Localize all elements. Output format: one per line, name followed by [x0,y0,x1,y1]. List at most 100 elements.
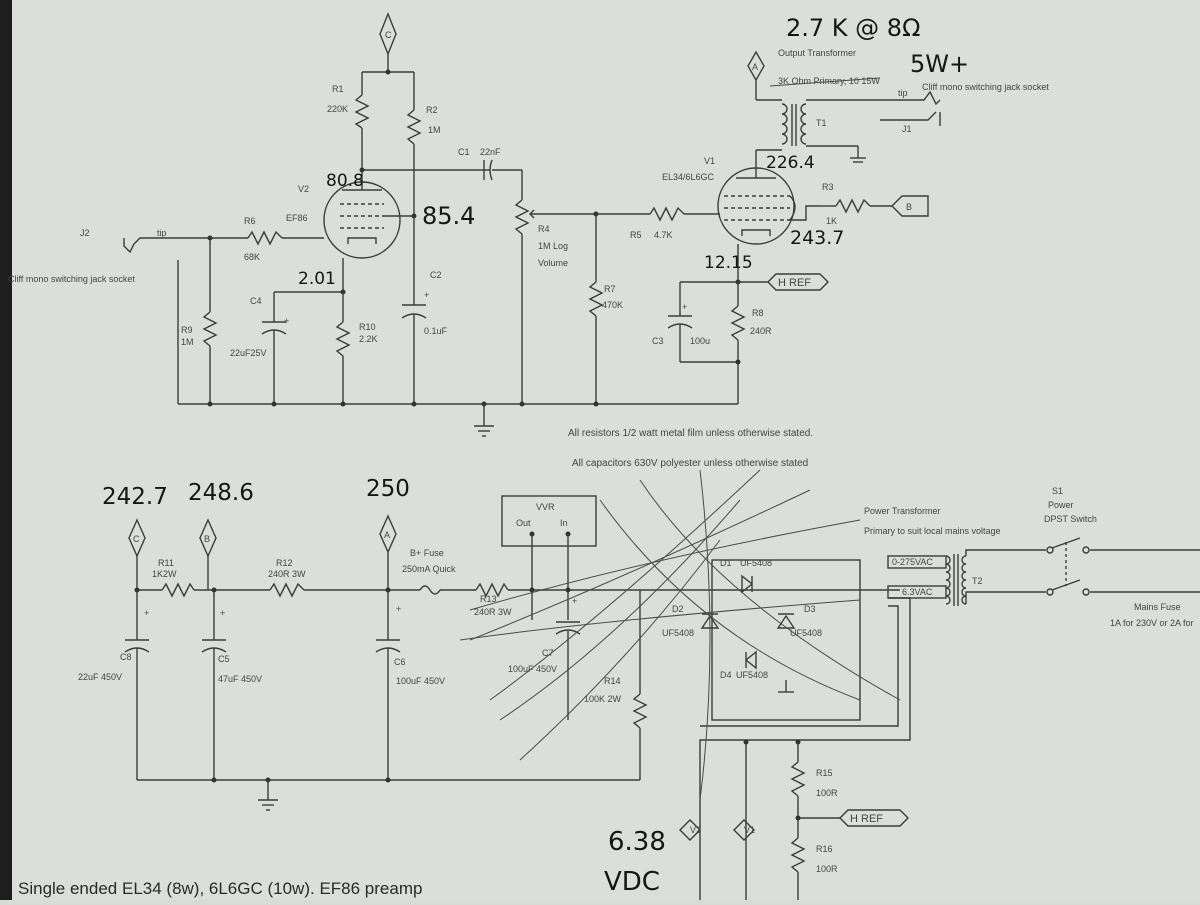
r4-desc: Volume [538,258,568,268]
c6-ref: C6 [394,657,406,667]
r7-ref: R7 [604,284,616,294]
j1-ref: J1 [902,124,912,134]
d1-value: UF5408 [740,558,772,568]
note-resistors: All resistors 1/2 watt metal film unless… [568,428,813,439]
node-b-output [891,195,929,217]
r10-ref: R10 [359,322,376,332]
fuse-value: 250mA Quick [402,564,456,574]
c4-ref: C4 [250,296,262,306]
node-a-output-label: A [752,62,758,72]
c7-value: 100uF 450V [508,664,557,674]
r14-ref: R14 [604,676,621,686]
r8-ref: R8 [752,308,764,318]
h-ref-top: H REF [778,277,811,289]
c6-value: 100uF 450V [396,676,445,686]
output-section: R5 4.7K V1 EL34/6L6GC B R3 1K H REF + C3… [596,48,1049,404]
heater-v2: V2 [690,825,701,835]
svg-text:+: + [144,608,149,618]
d3-value: UF5408 [790,628,822,638]
hw-v2-plate: 80.8 [326,171,364,191]
heater-v1: V1 [744,825,755,835]
hw-v1-plate: 226.4 [766,153,815,173]
svg-text:+: + [424,290,429,300]
bridge-rectifier [711,559,861,721]
pen-scribbles [459,469,901,801]
svg-text:+: + [284,316,289,326]
r6-value: 68K [244,252,260,262]
mains-fuse-value: 1A for 230V or 2A for [1110,618,1194,628]
c3-ref: C3 [652,336,664,346]
r16-value: 100R [816,864,838,874]
note-capacitors: All capacitors 630V polyester unless oth… [572,458,808,469]
node-b-psu-label: B [204,534,210,544]
hw-v1-screen: 243.7 [790,227,844,249]
sheet-left-edge [0,0,12,900]
t2-hv: 0-275VAC [892,557,933,567]
vvr-in: In [560,518,568,528]
c1-ref: C1 [458,147,470,157]
power-supply-section: C B A R11 1K2W R12 240R 3W B+ Fuse 250mA… [78,469,1200,900]
h-ref-bottom: H REF [850,813,883,825]
node-b-output-label: B [906,202,912,212]
mains-fuse: Mains Fuse [1134,602,1181,612]
svg-text:+: + [220,608,225,618]
c2-ref: C2 [430,270,442,280]
v2-ref: V2 [298,184,309,194]
c8-value: 22uF 450V [78,672,122,682]
d4-ref: D4 [720,670,732,680]
j2-tip: tip [157,228,167,238]
r4-value: 1M Log [538,241,568,251]
r16-ref: R16 [816,844,833,854]
hw-node-a-voltage: 250 [366,476,410,502]
r11-value: 1K2W [152,569,177,579]
hw-heater-unit: VDC [604,867,660,897]
t2-title: Power Transformer [864,506,941,516]
paper [12,0,1200,900]
hw-v2-cathode: 2.01 [298,269,336,289]
svg-text:+: + [572,596,577,606]
t1-sub: 3K Ohm Primary, 10 15W [778,76,880,86]
r5-ref: R5 [630,230,642,240]
r6-ref: R6 [244,216,256,226]
r2-value: 1M [428,125,441,135]
t2-lv: 6.3VAC [902,587,933,597]
d4-value: UF5408 [736,670,768,680]
s1-line1: Power [1048,500,1074,510]
h-ref-tag-bottom [839,809,909,827]
c7-ref: C7 [542,648,554,658]
d1-ref: D1 [720,558,732,568]
j1-tip: tip [898,88,908,98]
r13-ref: R13 [480,594,497,604]
r11-ref: R11 [158,558,174,568]
r4-ref: R4 [538,224,550,234]
node-c-top-label: C [385,30,392,40]
hw-v1-cathode: 12.15 [704,253,753,273]
r3-ref: R3 [822,182,834,192]
r15-value: 100R [816,788,838,798]
hw-v2-screen: 85.4 [422,202,475,230]
t1-title: Output Transformer [778,48,856,58]
hw-heater-voltage: 6.38 [608,827,666,857]
s1-ref: S1 [1052,486,1063,496]
r12-ref: R12 [276,558,293,568]
r8-value: 240R [750,326,772,336]
t1-ref: T1 [816,118,827,128]
c5-ref: C5 [218,654,230,664]
c3-value: 100u [690,336,710,346]
r15-ref: R15 [816,768,833,778]
r12-value: 240R 3W [268,569,306,579]
r1-ref: R1 [332,84,344,94]
v2-type: EF86 [286,213,308,223]
vvr-out: Out [516,518,531,528]
d2-ref: D2 [672,604,684,614]
s1-line2: DPST Switch [1044,514,1097,524]
c8-ref: C8 [120,652,132,662]
hw-node-c-voltage: 242.7 [102,484,168,510]
svg-text:+: + [682,302,687,312]
r13-value: 240R 3W [474,607,512,617]
hw-impedance: 2.7 K @ 8Ω [786,14,920,42]
vvr-ref: VVR [536,502,555,512]
v1-ref: V1 [704,156,715,166]
